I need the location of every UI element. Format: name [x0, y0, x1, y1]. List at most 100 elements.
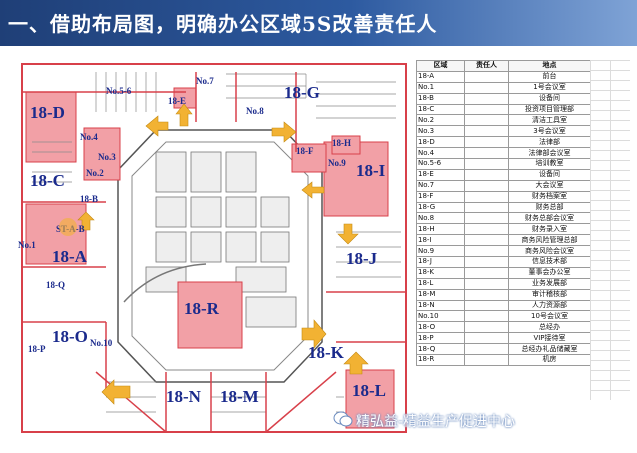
table-row: 18-I 商务风险管理总部 [416, 234, 590, 247]
title-bar: 一、借助布局图，明确办公区域5S改善责任人 [0, 0, 637, 46]
cell-area: 18-L [416, 277, 465, 290]
zone-no-3: No.3 [98, 152, 116, 162]
cell-location: 财务录入室 [508, 223, 590, 236]
header-area: 区域 [416, 60, 465, 72]
zone-18-o: 18-O [52, 327, 88, 346]
cell-location: 信息技术部 [508, 256, 590, 268]
cell-area: 18-I [416, 234, 465, 247]
cell-owner [464, 266, 509, 279]
cell-location: 前台 [508, 70, 590, 83]
outer-wall [21, 63, 407, 433]
cell-owner [464, 277, 509, 290]
zone-18-e: 18-E [168, 96, 186, 106]
cell-area: No.2 [416, 114, 465, 127]
zone-18-j: 18-J [346, 249, 378, 268]
zone-no-5-6: No.5-6 [106, 86, 132, 96]
zone-18-d: 18-D [30, 103, 65, 122]
cell-owner [464, 343, 509, 356]
zone-18-a: 18-A [52, 247, 88, 266]
cell-owner [464, 256, 509, 268]
cell-owner [464, 81, 509, 94]
cell-owner [464, 147, 509, 160]
wechat-icon [333, 411, 353, 427]
table-row: No.10 10号会议室 [416, 310, 590, 323]
cell-owner [464, 245, 509, 258]
zone-18-p: 18-P [28, 344, 46, 354]
cell-area: 18-H [416, 223, 465, 236]
cell-owner [464, 114, 509, 127]
cell-area: No.10 [416, 310, 465, 323]
zone-no-10: No.10 [90, 338, 113, 348]
exit-arrows [77, 103, 369, 405]
cell-owner [464, 136, 509, 149]
cell-location: 培训教室 [508, 158, 590, 170]
zone-18-c: 18-C [30, 171, 65, 190]
cell-area: 18-F [416, 190, 465, 203]
cell-location: 投资项目管理部 [508, 103, 590, 116]
zone-no-2: No.2 [86, 168, 104, 178]
cell-owner [464, 158, 509, 170]
cell-area: 18-O [416, 321, 465, 334]
table-row: No.5-6 培训教室 [416, 158, 590, 170]
zone-18-b: 18-B [80, 194, 98, 204]
cell-area: No.7 [416, 179, 465, 192]
page-title: 一、借助布局图，明确办公区域5S改善责任人 [8, 12, 438, 36]
cell-location: 10号会议室 [508, 310, 590, 323]
cell-owner [464, 92, 509, 105]
spreadsheet-grid [590, 60, 630, 400]
curved-wall [123, 263, 207, 303]
zone-no-4: No.4 [80, 132, 98, 142]
cell-area: 18-M [416, 288, 465, 301]
cell-location: 法律部会议室 [508, 147, 590, 160]
cell-owner [464, 190, 509, 203]
table-row: 18-C 投资项目管理部 [416, 103, 590, 116]
cell-area: 18-D [416, 136, 465, 149]
watermark: 精弘益-精益生产促进中心 [356, 414, 516, 430]
cell-location: 董事会办公室 [508, 266, 590, 279]
zone-no-1: No.1 [18, 240, 36, 250]
cell-owner [464, 310, 509, 323]
cell-area: No.5-6 [416, 158, 465, 170]
cell-location: 商务风险管理总部 [508, 234, 590, 247]
cell-owner [464, 288, 509, 301]
zone-no-9: No.9 [328, 158, 346, 168]
star-marker [59, 218, 77, 236]
cell-area: 18-A [416, 70, 465, 83]
highlight-zones [25, 87, 395, 429]
cell-owner [464, 212, 509, 225]
cell-area: 18-Q [416, 343, 465, 356]
cell-owner [464, 103, 509, 116]
cell-owner [464, 299, 509, 312]
cell-location: 总经办礼品储藏室 [508, 343, 590, 356]
cell-owner [464, 70, 509, 83]
cell-area: No.9 [416, 245, 465, 258]
cell-area: 18-G [416, 201, 465, 214]
cell-location: 机房 [508, 354, 590, 366]
cell-area: 18-C [416, 103, 465, 116]
zone-18-k: 18-K [308, 343, 345, 362]
zone-18-h: 18-H [332, 138, 351, 148]
zone-18-r: 18-R [184, 299, 220, 318]
cell-location: 总经办 [508, 321, 590, 334]
zone-18-q: 18-Q [46, 280, 65, 290]
header-owner: 责任人 [464, 60, 509, 72]
core-inner [131, 141, 309, 371]
cell-area: 18-J [416, 256, 465, 268]
table-header-row: 区域 责任人 地点 [416, 60, 590, 72]
zone-18-g: 18-G [284, 83, 320, 102]
cell-area: No.8 [416, 212, 465, 225]
cell-area: No.3 [416, 125, 465, 138]
cell-owner [464, 125, 509, 138]
cell-location: 审计稽核部 [508, 288, 590, 301]
